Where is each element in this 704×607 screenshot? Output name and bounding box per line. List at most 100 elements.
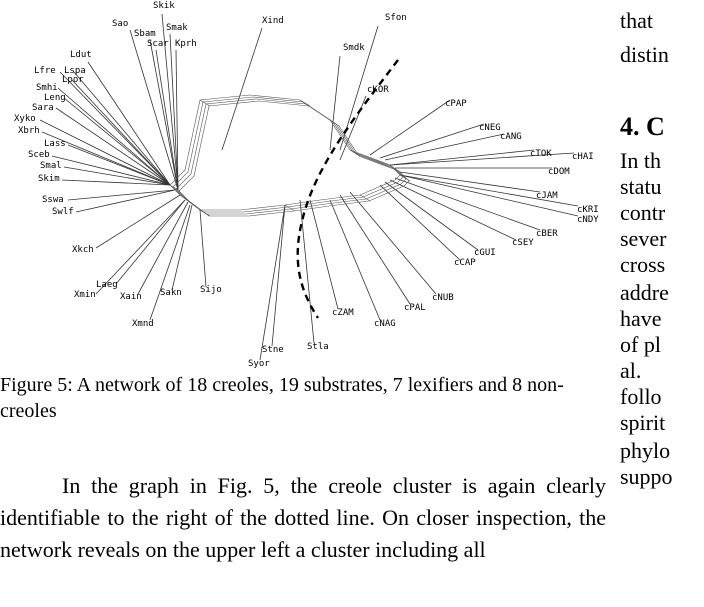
edge-chai [389,152,575,166]
right-column-line: suppo [620,464,673,489]
node-label-ckri: cKRI [577,205,599,215]
node-label-xyko: Xyko [14,114,36,124]
split-link [199,99,211,107]
node-label-ccap: cCAP [454,258,476,268]
right-column-line: In th [620,148,661,173]
node-label-cdom: cDOM [548,167,570,177]
node-label-cnub: cNUB [432,293,454,303]
node-label-sswa: Sswa [42,195,64,205]
edge-sao [129,29,179,191]
edge-cgui [384,181,479,251]
edge-skik [161,13,179,191]
node-label-ckor: cKOR [367,85,389,95]
node-label-xmnd: Xmnd [132,319,154,329]
node-label-sceb: Sceb [28,150,50,160]
node-label-laeg: Laeg [96,280,118,290]
edge-lfre [59,71,171,186]
node-label-lpor: Lpor [62,75,84,85]
edge-ctok [389,149,535,166]
node-label-cang: cANG [500,132,522,142]
right-column-line: spirit [620,410,666,435]
node-label-smal: Smal [40,161,62,171]
edge-lspa [73,71,171,186]
node-label-lfre: Lfre [34,66,56,76]
node-label-chai: cHAI [572,152,594,162]
node-label-stne: Stne [262,345,284,355]
edge-sijo [199,209,207,288]
edge-xbrh [41,131,171,186]
split-link [349,149,361,157]
body-paragraph: In the graph in Fig. 5, the creole clust… [0,473,606,562]
edge-ldut [87,61,171,186]
node-label-lass: Lass [44,139,66,149]
edge-smal [63,166,171,186]
network-splits [169,94,411,217]
edge-czam [309,199,339,310]
node-label-sbam: Sbam [134,29,156,39]
right-column-line: of pl [620,332,661,357]
right-column-line: sever [620,226,667,251]
dotted-line [296,59,399,319]
node-label-scar: Scar [147,39,169,49]
edge-xind [221,27,263,151]
node-label-ldut: Ldut [70,50,92,60]
edge-xyko [39,119,171,186]
node-label-sara: Sara [32,103,54,113]
edge-kprh [175,49,179,191]
edge-cpap [369,99,451,156]
edge-lpor [71,79,171,186]
edge-cnub [349,191,437,295]
right-column-line: al. [620,358,642,383]
edge-xmnd [149,204,191,321]
node-label-skik: Skik [153,1,175,11]
node-label-lspa: Lspa [64,66,86,76]
node-label-smdk: Smdk [343,43,365,53]
node-label-stla: Stla [307,342,329,352]
node-label-xain: Xain [120,292,142,302]
section-heading: 4. C [620,112,665,141]
edge-sswa [67,189,176,201]
split-link [299,99,311,107]
node-label-cndy: cNDY [577,215,599,225]
node-label-xmin: Xmin [74,290,96,300]
edge-scar [155,49,179,191]
node-label-cnag: cNAG [374,319,396,329]
edge-lass [67,144,171,186]
node-label-sfon: Sfon [385,13,407,23]
node-label-cpap: cPAP [445,99,467,109]
split-link [284,204,296,212]
edge-cneg [379,123,485,159]
node-label-syor: Syor [248,359,270,369]
node-label-skim: Skim [38,174,60,184]
right-column-line: statu [620,174,662,199]
edge-sceb [51,155,171,186]
right-column-line: phylo [620,438,671,463]
node-label-leng: Leng [44,93,66,103]
network-edges [39,13,579,361]
split-band [175,98,407,215]
edge-xkch [95,194,181,249]
edge-sakn [171,204,193,291]
edge-cndy [399,174,579,217]
right-column-line: distin [620,42,669,67]
right-column-line: that [620,8,653,33]
node-label-cpal: cPAL [404,303,426,313]
edge-xmin [95,199,186,295]
edge-sbam [149,39,179,191]
node-label-czam: cZAM [332,308,354,318]
edge-swlf [75,189,176,213]
split-band [178,100,410,217]
node-label-sijo: Sijo [200,285,222,295]
node-label-smhi: Smhi [36,83,58,93]
edge-leng [63,97,171,186]
node-label-kprh: Kprh [175,39,197,49]
edge-laeg [115,199,186,285]
edge-ckri [399,174,579,207]
node-label-xkch: Xkch [72,245,94,255]
edge-cjam [399,171,541,193]
split-link [399,174,411,182]
edge-sara [55,107,171,186]
node-label-cber: cBER [536,229,558,239]
node-label-ctok: cTOK [530,149,552,159]
